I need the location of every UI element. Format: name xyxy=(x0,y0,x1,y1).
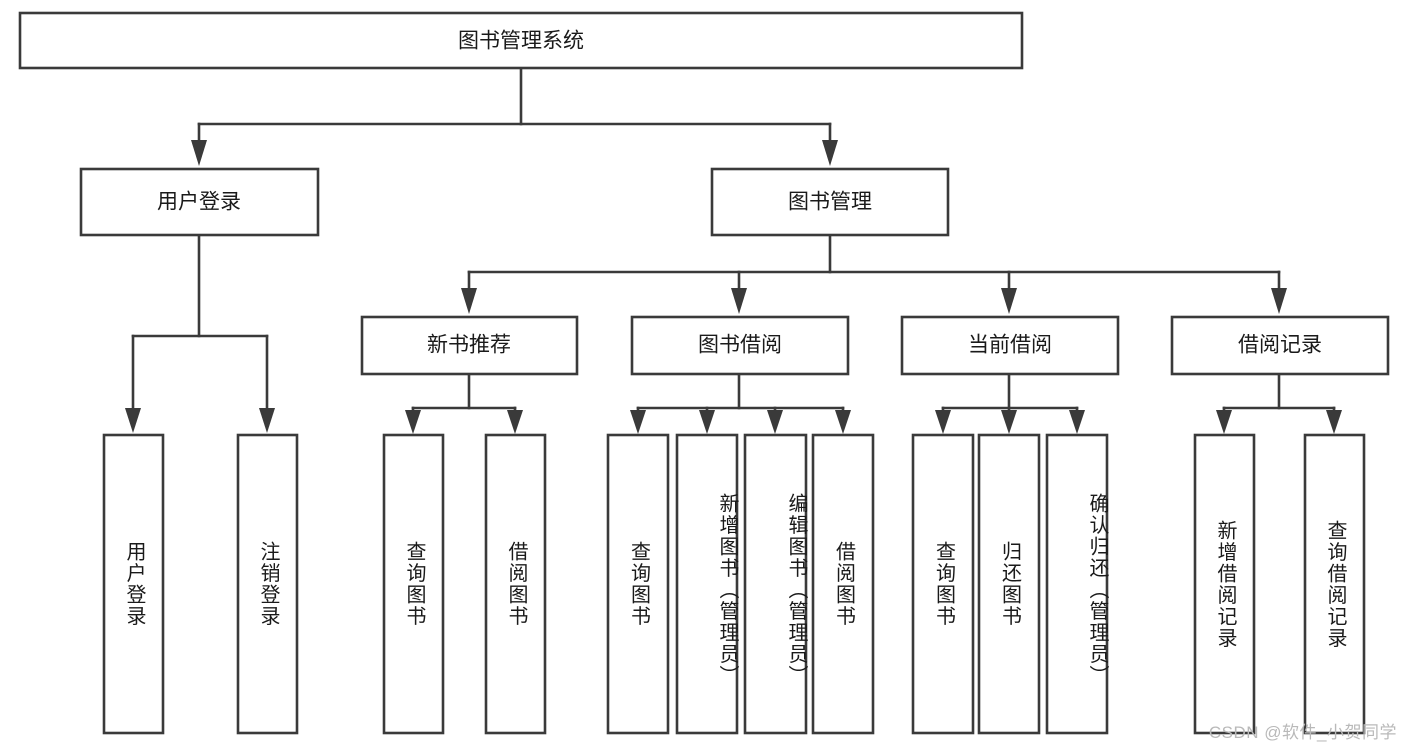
node-leaf-user-login-box[interactable] xyxy=(102,433,165,735)
node-leaf-query-borrow-record-box[interactable] xyxy=(1303,433,1366,735)
node-leaf-query-book-2-box[interactable] xyxy=(606,433,670,735)
node-leaf-add-borrow-record-box[interactable] xyxy=(1193,433,1256,735)
arrow-head-user-login xyxy=(191,140,207,166)
node-leaf-query-book-3-box[interactable] xyxy=(911,433,975,735)
arrow-head-leaf-user-login xyxy=(125,408,141,433)
node-new-book-recommend-box[interactable] xyxy=(360,315,579,376)
arrow-head-leaf-logout-login xyxy=(259,408,275,433)
node-new-book-recommend-label: 新书推荐 xyxy=(427,334,511,357)
node-leaf-add-book-admin-box[interactable] xyxy=(675,433,739,735)
arrow-head-book-management xyxy=(822,140,838,166)
node-user-login[interactable]: 用户登录 xyxy=(79,167,320,237)
node-book-borrow[interactable]: 图书借阅 xyxy=(630,315,850,376)
arrow-head-leaf-borrow-book-1 xyxy=(507,410,523,434)
node-root-label: 图书管理系统 xyxy=(458,30,584,53)
node-leaf-borrow-book-1-box[interactable] xyxy=(484,433,547,735)
node-current-borrow[interactable]: 当前借阅 xyxy=(900,315,1120,376)
node-leaf-return-book-box[interactable] xyxy=(977,433,1041,735)
node-new-book-recommend[interactable]: 新书推荐 xyxy=(360,315,579,376)
node-book-management[interactable]: 图书管理 xyxy=(710,167,950,237)
arrow-head-leaf-add-book-admin xyxy=(699,410,715,434)
arrow-head-leaf-query-book-1 xyxy=(405,410,421,434)
node-user-login-label: 用户登录 xyxy=(157,191,241,214)
arrow-head-leaf-borrow-book-2 xyxy=(835,410,851,434)
node-root-box[interactable] xyxy=(18,11,1024,70)
arrow-head-leaf-query-book-3 xyxy=(935,410,951,434)
node-current-borrow-label: 当前借阅 xyxy=(968,334,1052,357)
node-user-login-box[interactable] xyxy=(79,167,320,237)
watermark-text: CSDN @软件_小贺同学 xyxy=(1208,723,1397,742)
arrow-head-leaf-query-book-2 xyxy=(630,410,646,434)
node-leaf-confirm-return-admin-box[interactable] xyxy=(1045,433,1109,735)
node-root[interactable]: 图书管理系统 xyxy=(18,11,1024,70)
arrow-head-leaf-add-borrow-record xyxy=(1216,410,1232,434)
node-book-management-label: 图书管理 xyxy=(788,191,872,214)
arrow-head-leaf-return-book xyxy=(1001,410,1017,434)
node-leaf-logout-login-box[interactable] xyxy=(236,433,299,735)
arrow-head-leaf-query-borrow-record xyxy=(1326,410,1342,434)
arrow-head-new-book-recommend xyxy=(461,288,477,314)
node-borrow-record[interactable]: 借阅记录 xyxy=(1170,315,1390,376)
arrow-head-leaf-confirm-return-admin xyxy=(1069,410,1085,434)
node-leaf-query-book-1-box[interactable] xyxy=(382,433,445,735)
node-current-borrow-box[interactable] xyxy=(900,315,1120,376)
connector-layer xyxy=(125,66,1342,434)
node-book-management-box[interactable] xyxy=(710,167,950,237)
node-book-borrow-box[interactable] xyxy=(630,315,850,376)
node-leaf-edit-book-admin-box[interactable] xyxy=(743,433,808,735)
arrow-head-current-borrow xyxy=(1001,288,1017,314)
arrow-head-leaf-edit-book-admin xyxy=(767,410,783,434)
arrow-head-borrow-record xyxy=(1271,288,1287,314)
node-borrow-record-label: 借阅记录 xyxy=(1238,334,1322,357)
node-book-borrow-label: 图书借阅 xyxy=(698,334,782,357)
node-leaf-borrow-book-2-box[interactable] xyxy=(811,433,875,735)
arrow-head-book-borrow xyxy=(731,288,747,314)
node-layer: 图书管理系统 用户登录 图书管理 新书推荐 图书借阅 当前 xyxy=(18,11,1390,735)
node-borrow-record-box[interactable] xyxy=(1170,315,1390,376)
